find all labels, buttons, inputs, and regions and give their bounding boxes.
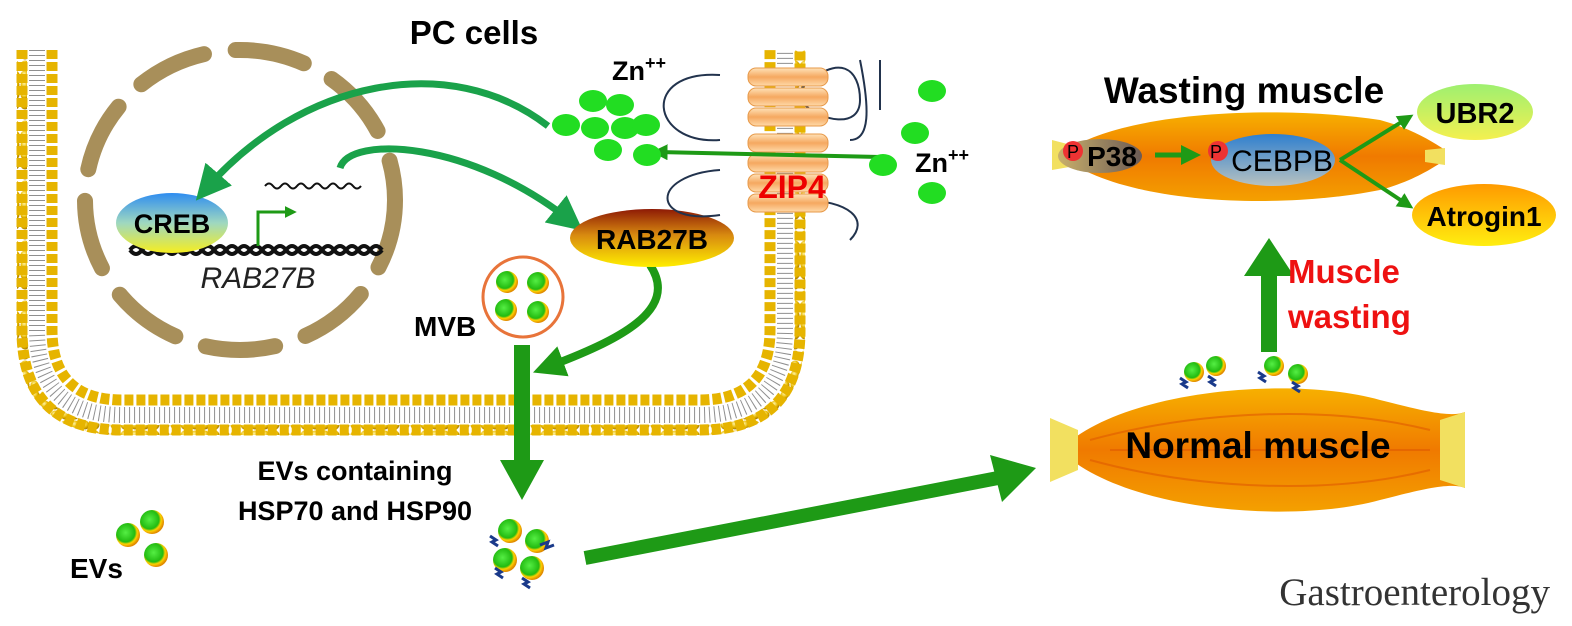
rab27b-protein-label: RAB27B <box>596 224 708 255</box>
p38-phospho-label: P <box>1067 142 1079 162</box>
zinc-ions-outside <box>869 80 946 204</box>
muscle-wasting-label-line2: wasting <box>1287 298 1411 335</box>
mvb-evs <box>495 271 549 323</box>
rab27b-protein <box>570 209 734 267</box>
p38-phospho-marker <box>1063 141 1083 161</box>
mrna-strand <box>264 182 362 190</box>
zn-to-creb-arrow <box>195 80 551 201</box>
mvb-release-arrow <box>500 345 544 500</box>
cebpb-to-ubr2-arrow <box>1338 114 1414 162</box>
wasting-muscle-title: Wasting muscle <box>1104 70 1384 111</box>
evs-containing-label-line1: EVs containing <box>257 456 452 486</box>
ev-to-muscle-arrowhead <box>990 455 1036 502</box>
zn-inside-label: Zn++ <box>612 53 666 86</box>
dna-helix <box>128 244 384 256</box>
creb-protein <box>116 193 228 253</box>
atrogin1-protein <box>1412 184 1556 246</box>
hsp-evs-cluster <box>489 519 555 590</box>
zip4-label: ZIP4 <box>758 169 826 205</box>
cell-membrane <box>16 50 806 436</box>
evs-label: EVs <box>70 553 123 584</box>
zip4-transporter <box>662 59 881 241</box>
transcription-start-arrow <box>256 206 297 246</box>
zn-outside-label: Zn++ <box>915 145 969 178</box>
muscle-bound-evs <box>1179 356 1308 394</box>
ubr2-label: UBR2 <box>1436 98 1515 130</box>
zinc-ions-inside <box>552 90 661 166</box>
muscle-wasting-arrow <box>1244 238 1294 352</box>
normal-muscle-label: Normal muscle <box>1125 425 1390 466</box>
cebpb-protein <box>1211 134 1335 186</box>
evs-containing-label-line2: HSP70 and HSP90 <box>238 496 472 526</box>
nucleus-envelope <box>77 42 403 358</box>
atrogin1-label: Atrogin1 <box>1426 201 1541 232</box>
zn-influx-arrow <box>651 144 881 161</box>
creb-label: CREB <box>134 209 211 239</box>
normal-muscle <box>1050 388 1465 512</box>
evs-cluster <box>116 510 168 567</box>
mvb-label: MVB <box>414 311 476 342</box>
ev-to-muscle-arrow <box>583 471 1000 565</box>
pc-cells-title: PC cells <box>410 14 538 51</box>
p38-label: P38 <box>1087 141 1137 172</box>
cebpb-label: CEBPB <box>1231 145 1333 178</box>
ubr2-protein <box>1417 84 1533 140</box>
mvb-vesicle <box>481 255 565 339</box>
rab27b-gene-label: RAB27B <box>200 262 315 295</box>
journal-logo: Gastroenterology <box>1279 571 1550 614</box>
cebpb-phospho-marker <box>1208 141 1228 161</box>
cebpb-to-atrogin1-arrow <box>1338 158 1414 209</box>
mrna-to-rab27b-arrow <box>336 145 583 231</box>
muscle-wasting-label-line1: Muscle <box>1288 253 1400 290</box>
rab27b-to-ev-arrow <box>533 262 662 377</box>
cebpb-phospho-label: P <box>1210 142 1222 162</box>
